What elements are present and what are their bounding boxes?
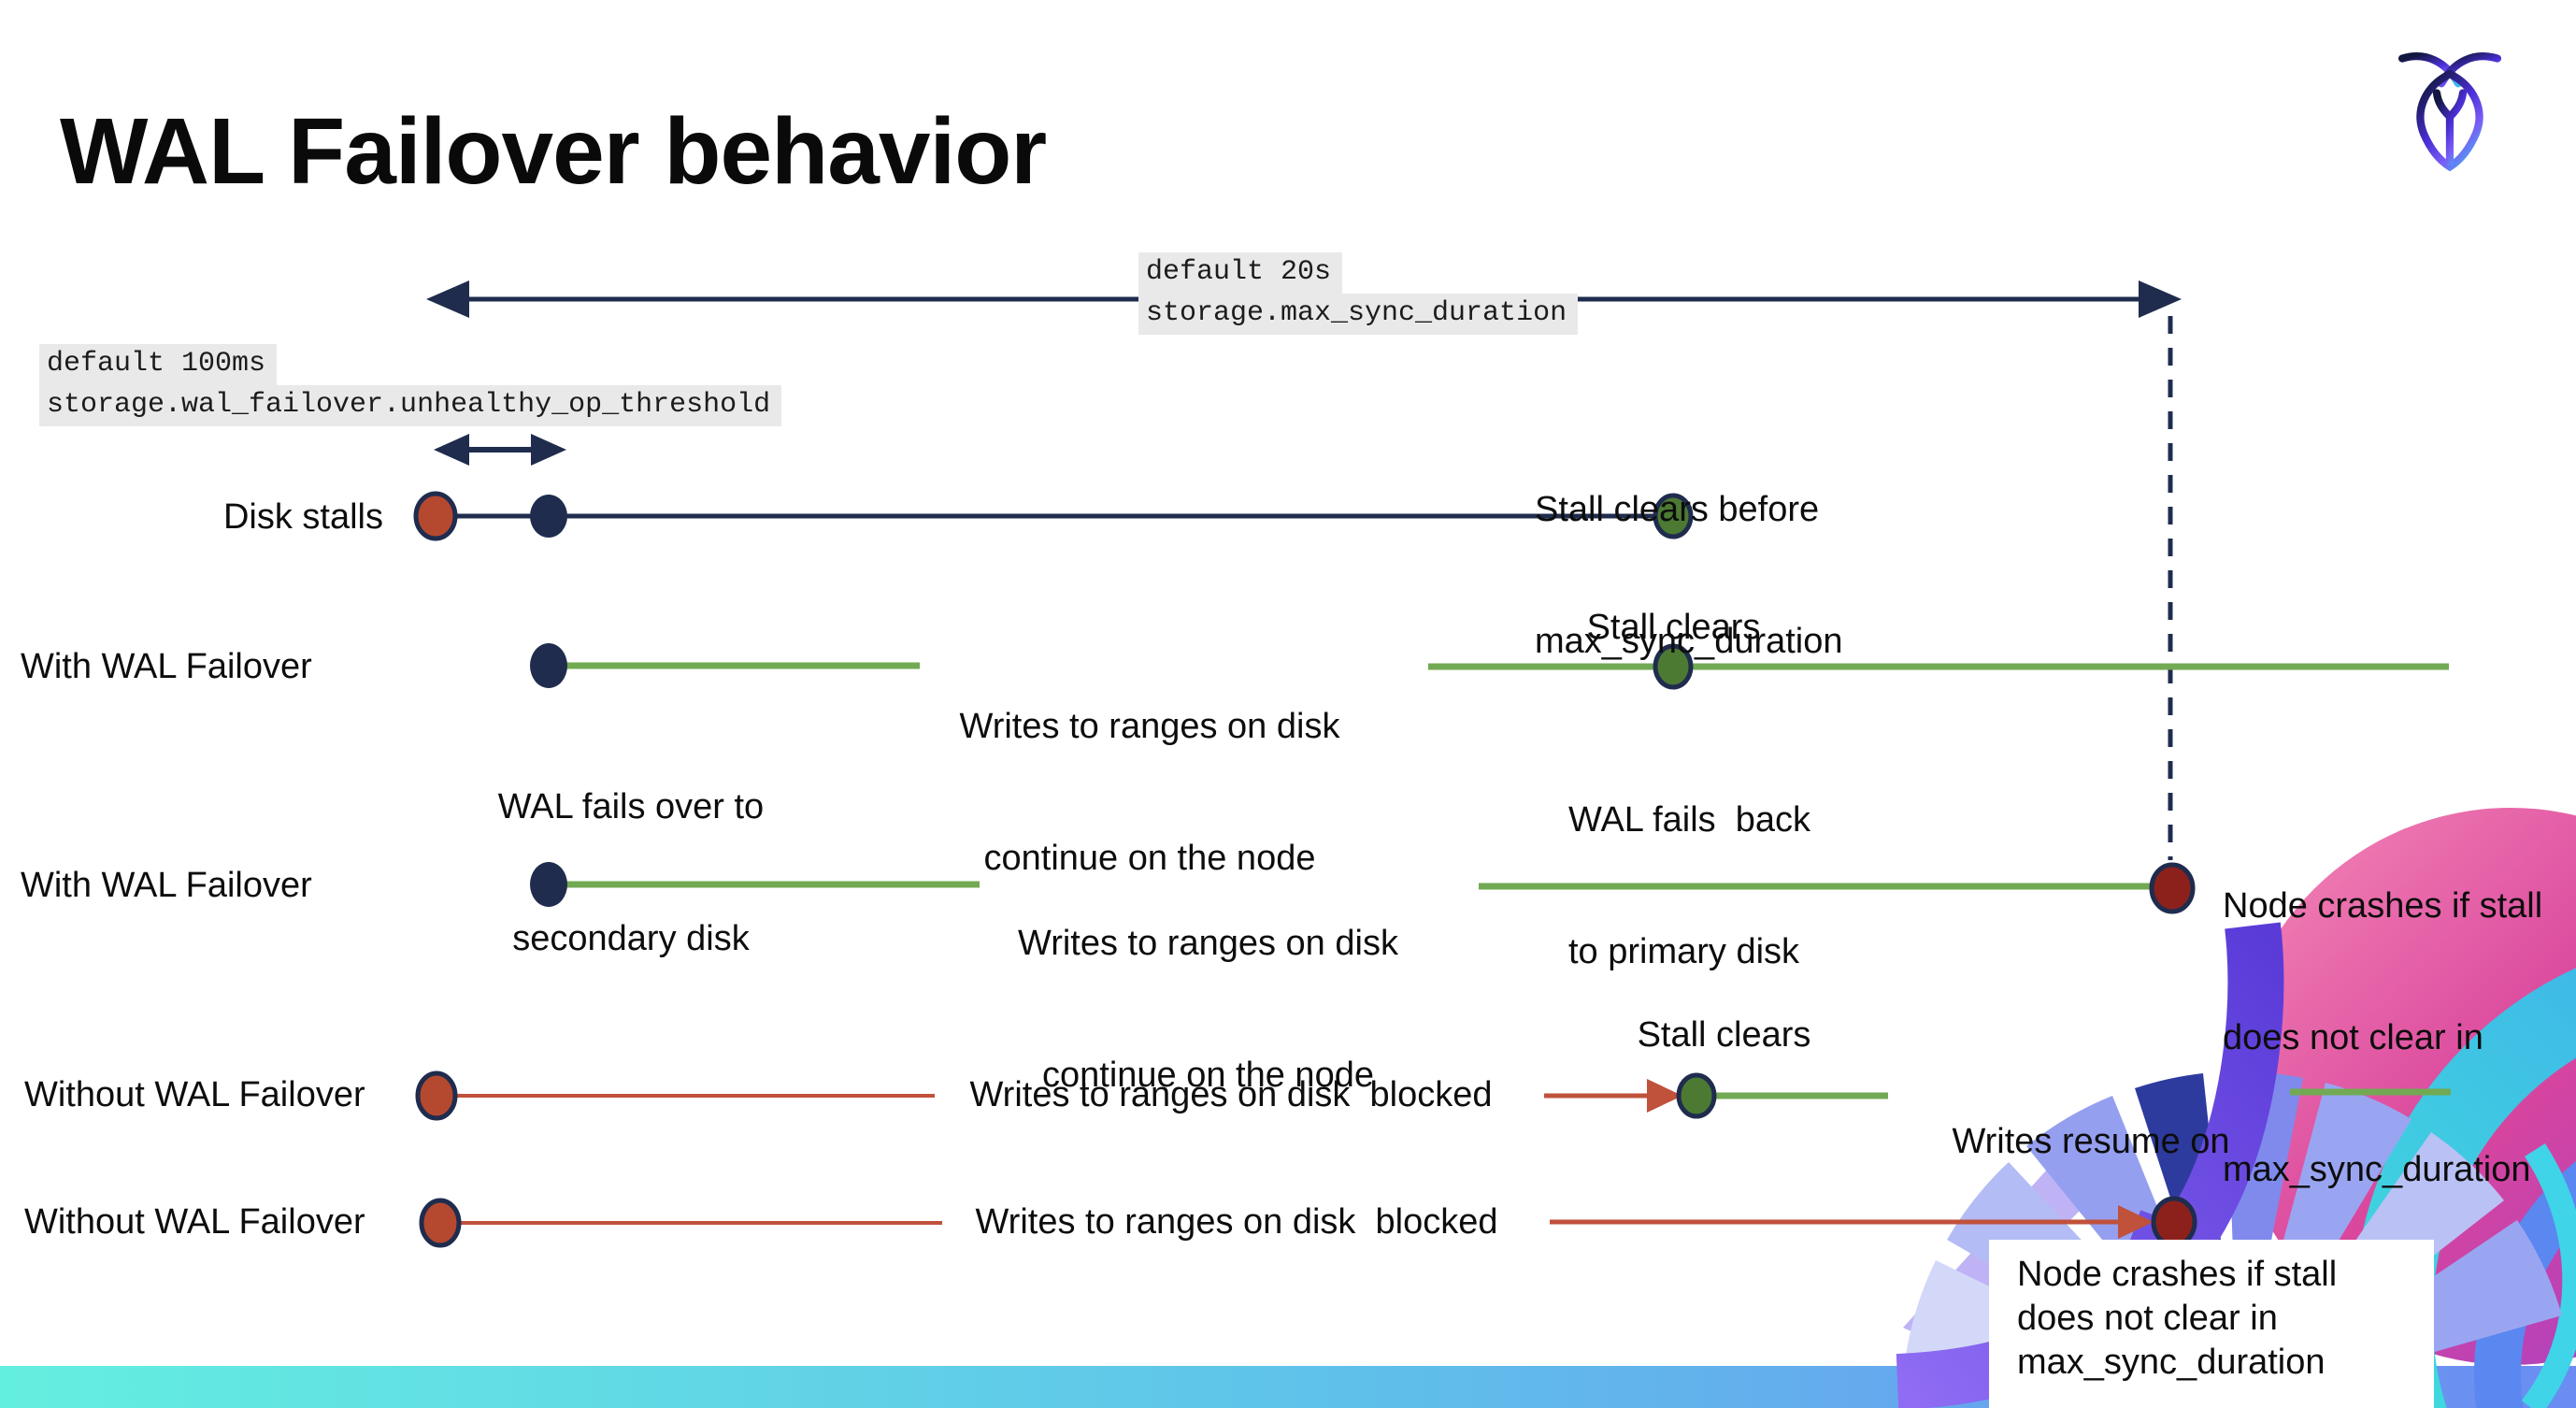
writes-continue-note-1: Writes to ranges on disk continue on the… bbox=[935, 617, 1365, 969]
stall-clears-before-note: Stall clears before max_sync_duration bbox=[1535, 400, 1843, 752]
callout-default-value: default 100ms bbox=[39, 344, 278, 385]
stall-clears-note-1: Stall clears bbox=[1586, 608, 1761, 647]
writes-continue-note-2: Writes to ranges on disk continue on the… bbox=[991, 834, 1425, 1185]
wal-fails-back-note: WAL fails back to primary disk bbox=[1568, 711, 1810, 1062]
body-outline bbox=[2416, 69, 2483, 172]
cockroachdb-logo-icon bbox=[2397, 52, 2502, 172]
stall-clears-note-2: Stall clears bbox=[1637, 1015, 1811, 1055]
teal-leaf-stroke bbox=[2521, 1142, 2576, 1408]
disk-stall-start-dot bbox=[413, 491, 458, 541]
note-line: Writes resume on bbox=[1952, 1122, 2230, 1161]
note-line: WAL fails back bbox=[1568, 800, 1811, 840]
wal-failover-dot bbox=[530, 643, 567, 688]
row-label-without-wal-failover-1: Without WAL Failover bbox=[24, 1075, 365, 1114]
note-line: Writes to ranges on disk bbox=[1018, 924, 1398, 963]
row-label-without-wal-failover-2: Without WAL Failover bbox=[24, 1202, 365, 1242]
note-line: max_sync_duration bbox=[2223, 1150, 2531, 1189]
unhealthy-op-threshold-span-arrow bbox=[434, 434, 566, 466]
note-line: does not clear in bbox=[2223, 1018, 2483, 1057]
callout-setting-name: storage.wal_failover.unhealthy_op_thresh… bbox=[39, 385, 782, 426]
page-title: WAL Failover behavior bbox=[60, 99, 1047, 204]
wal-failback-dot bbox=[1653, 643, 1694, 690]
note-line: Node crashes if stall bbox=[2223, 886, 2543, 926]
node-crash-note-1: Node crashes if stall does not clear in … bbox=[2223, 797, 2576, 1280]
stall-start-dot-2 bbox=[419, 1198, 462, 1248]
note-line: Stall clears before bbox=[1535, 490, 1820, 529]
note-line: Writes to ranges on disk bbox=[959, 707, 1340, 746]
red-arrowhead bbox=[2118, 1205, 2154, 1239]
note-line: secondary disk bbox=[512, 919, 750, 958]
red-arrowhead bbox=[1647, 1079, 1682, 1113]
wal-fails-over-note: WAL fails over to secondary disk bbox=[463, 697, 799, 1049]
blue-ring bbox=[2474, 1161, 2576, 1408]
body-stem bbox=[2432, 89, 2468, 166]
note-line: WAL fails over to bbox=[497, 787, 765, 826]
note-line: to primary disk bbox=[1568, 932, 1800, 971]
writes-blocked-note-1: Writes to ranges on disk blocked bbox=[969, 1075, 1493, 1114]
failover-threshold-dot bbox=[530, 495, 567, 538]
node-crash-dot bbox=[2149, 862, 2196, 914]
stall-clears-dot bbox=[1653, 493, 1694, 539]
stall-clears-dot-2 bbox=[1676, 1072, 1717, 1119]
note-line: max_sync_duration bbox=[2017, 1343, 2326, 1382]
max-sync-duration-callout: default 20s storage.max_sync_duration bbox=[1138, 252, 1579, 335]
callout-setting-name: storage.max_sync_duration bbox=[1138, 294, 1579, 335]
row-label-with-wal-failover-1: With WAL Failover bbox=[21, 647, 312, 686]
wal-failover-dot-2 bbox=[530, 862, 567, 907]
row-label-disk-stalls: Disk stalls bbox=[222, 497, 383, 537]
note-line: continue on the node bbox=[983, 839, 1316, 878]
unhealthy-op-threshold-callout: default 100ms storage.wal_failover.unhea… bbox=[39, 344, 782, 426]
node-crash-note-box: Node crashes if stall does not clear in … bbox=[1989, 1240, 2434, 1408]
writes-blocked-note-2: Writes to ranges on disk blocked bbox=[975, 1202, 1498, 1242]
note-line: does not clear in bbox=[2017, 1299, 2278, 1338]
row-label-with-wal-failover-2: With WAL Failover bbox=[21, 866, 312, 905]
note-line: Node crashes if stall bbox=[2017, 1255, 2338, 1294]
note-line: continue on the node bbox=[1042, 1056, 1374, 1095]
callout-default-value: default 20s bbox=[1138, 252, 1343, 294]
stall-start-dot bbox=[415, 1070, 458, 1121]
note-line: max_sync_duration bbox=[1535, 622, 1843, 661]
